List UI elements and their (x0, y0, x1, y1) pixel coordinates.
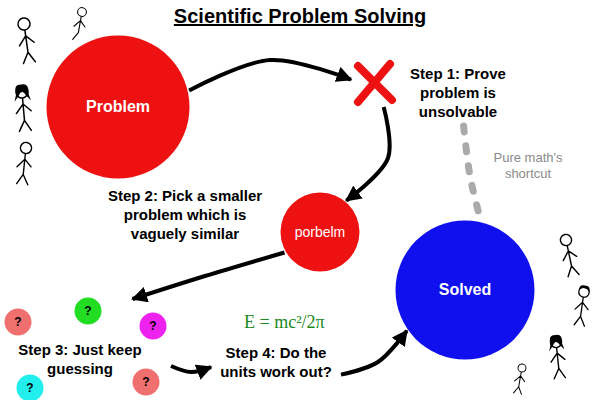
stick-figure (559, 233, 572, 246)
node-text: ? (26, 382, 33, 394)
guess-bubble (5, 309, 32, 336)
stick-figure (548, 334, 565, 351)
flow-arrow (171, 366, 211, 372)
guess-bubble: ? (16, 374, 44, 400)
stick-figure (72, 15, 87, 41)
stick-figure (573, 296, 590, 326)
node-heading-holder: Step 3: Just keep guessing (2, 340, 158, 378)
stick-figure (77, 7, 87, 17)
text-holder: ? (74, 297, 102, 325)
problem-circle: Problem (46, 35, 190, 179)
node-text: Solved (439, 281, 491, 299)
guess-group: Step 3: Just keep guessing????? (0, 300, 170, 400)
title-holder: Scientific Problem Solving (0, 5, 600, 28)
text-holder: ? (16, 374, 44, 400)
flow-arrow (346, 107, 389, 201)
guess-bubble (17, 375, 44, 400)
stick-figure (573, 285, 591, 327)
text-holder: ? (132, 368, 160, 396)
step-cross (358, 64, 392, 102)
text-holder: porbelm (280, 192, 360, 272)
shortcut-dashes (464, 126, 481, 219)
stick-figure (513, 363, 528, 394)
stick-figure (13, 84, 31, 102)
step-cross: Step 1: Prove problem is unsolvable (352, 58, 396, 106)
guess-bubble (75, 298, 102, 325)
edge-label: Pure math's shortcut (492, 150, 564, 182)
text-holder: Step 4: Do the units work out? (212, 341, 340, 383)
node-text: ? (142, 376, 149, 388)
node-text: Step 4: Do the units work out? (212, 343, 340, 381)
title: Scientific Problem Solving (174, 5, 426, 28)
stick-figure (20, 142, 32, 154)
text-holder: ? (139, 312, 167, 340)
text-holder: ? (4, 308, 32, 336)
flow-arrow (341, 331, 407, 375)
solved-circle (396, 221, 535, 360)
guess-bubble: ? (74, 297, 102, 325)
formula: E = mc²/2π (244, 312, 325, 333)
stick-figure (513, 371, 527, 394)
node-text: porbelm (295, 224, 346, 240)
stick-figure (16, 17, 37, 64)
stick-figure (15, 97, 33, 131)
stick-figure (17, 17, 31, 31)
guess-bubble (140, 313, 167, 340)
stick-figure (579, 285, 590, 292)
stick-figure (15, 142, 33, 185)
flow-arrow (189, 60, 351, 91)
stick-figure (548, 334, 568, 379)
subproblem-circle (281, 193, 360, 272)
text-holder: Solved (395, 220, 535, 360)
stick-figure (13, 84, 33, 132)
stick-figure (17, 29, 36, 64)
step-cross-outline (352, 58, 396, 106)
node-text: ? (84, 305, 91, 317)
text-holder: Problem (46, 35, 190, 179)
stick-figure (517, 363, 526, 372)
guess-bubble: ? (132, 368, 160, 396)
node-text: ? (14, 316, 21, 328)
guess-bubble: ? (139, 312, 167, 340)
node-heading: Step 1: Prove problem is unsolvable (402, 64, 514, 121)
subproblem-circle: porbelmStep 2: Pick a smaller problem wh… (280, 192, 360, 272)
node-heading-holder: Step 1: Prove problem is unsolvable (402, 64, 514, 121)
stick-figure (560, 244, 580, 277)
text-holder (352, 58, 396, 106)
stick-figure (550, 347, 567, 379)
edge-label-holder: Pure math's shortcut (492, 150, 564, 182)
stick-figure (558, 233, 580, 277)
node-text: Problem (86, 98, 150, 116)
stick-figure (15, 153, 32, 185)
node-text: ? (149, 320, 156, 332)
problem-circle (47, 36, 190, 179)
guess-bubble (133, 369, 160, 396)
guess-bubble: ? (4, 308, 32, 336)
stick-figure (72, 7, 89, 41)
check-step: Step 4: Do the units work out? (212, 341, 340, 383)
flow-arrow (133, 253, 285, 300)
stick-figure (13, 7, 591, 395)
node-heading-holder: Step 2: Pick a smaller problem which is … (95, 186, 275, 243)
node-heading: Step 3: Just keep guessing (2, 340, 158, 378)
formula-holder: E = mc²/2π (244, 312, 325, 333)
node-heading: Step 2: Pick a smaller problem which is … (95, 186, 275, 243)
solved-circle: Solved (395, 220, 535, 360)
